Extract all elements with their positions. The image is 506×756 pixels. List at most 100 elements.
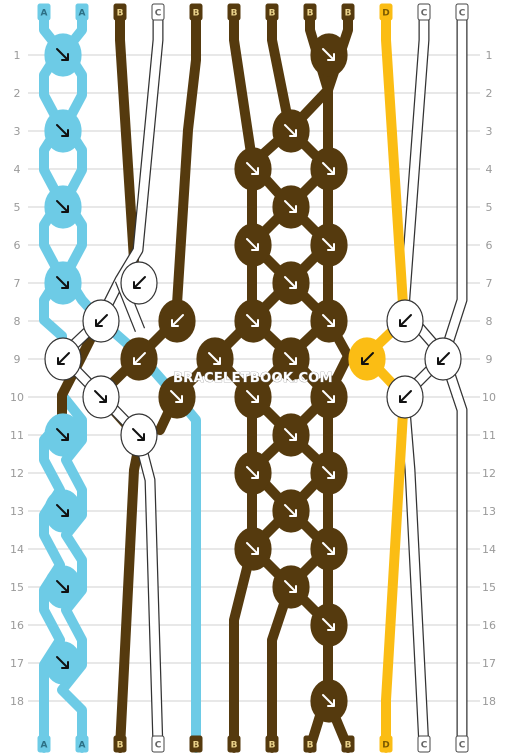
- knot-arrow-icon: [322, 390, 335, 403]
- knot-arrow-icon: [95, 314, 108, 327]
- knot-arrow-icon: [361, 352, 374, 365]
- knot-arrow-icon: [322, 162, 335, 175]
- knot: [44, 185, 82, 229]
- knot-arrow-icon: [56, 48, 69, 61]
- column-label-letter: B: [307, 9, 314, 19]
- knot: [386, 299, 424, 343]
- column-label-top: A: [37, 3, 51, 21]
- knot-arrow-icon: [284, 200, 297, 213]
- row-number-right: 5: [486, 201, 493, 214]
- knot-arrow-icon: [94, 390, 107, 403]
- knot: [234, 375, 272, 419]
- knot: [234, 451, 272, 495]
- knot-arrow-icon: [133, 352, 146, 365]
- knot: [234, 527, 272, 571]
- column-label-letter: A: [41, 9, 48, 19]
- row-number-left: 13: [10, 505, 24, 518]
- knot-arrow-icon: [284, 428, 297, 441]
- knot: [44, 565, 82, 609]
- row-number-right: 16: [482, 619, 496, 632]
- knot-arrow-icon: [322, 694, 335, 707]
- row-number-right: 6: [486, 239, 493, 252]
- knot: [234, 223, 272, 267]
- knot: [310, 33, 348, 77]
- column-label-top: A: [75, 3, 89, 21]
- knots-layer: [44, 33, 462, 723]
- row-number-left: 6: [14, 239, 21, 252]
- column-label-bottom: C: [151, 735, 165, 753]
- row-number-left: 7: [14, 277, 21, 290]
- row-number-left: 12: [10, 467, 24, 480]
- knot-arrow-icon: [322, 238, 335, 251]
- column-label-box: [341, 3, 355, 21]
- column-label-box: [189, 735, 203, 753]
- column-label-box: [113, 735, 127, 753]
- column-label-box: [303, 735, 317, 753]
- knot-arrow-icon: [399, 314, 412, 327]
- knot: [234, 147, 272, 191]
- knot-arrow-icon: [437, 352, 450, 365]
- column-label-top: B: [265, 3, 279, 21]
- knot-arrow-icon: [170, 390, 183, 403]
- column-label-box: [265, 735, 279, 753]
- column-label-box: [151, 3, 165, 21]
- knot-arrow-icon: [56, 504, 69, 517]
- column-label-bottom: C: [455, 735, 469, 753]
- knot: [310, 299, 348, 343]
- row-number-left: 9: [14, 353, 21, 366]
- column-label-bottom: B: [265, 735, 279, 753]
- row-number-left: 3: [14, 125, 21, 138]
- column-label-letter: A: [79, 741, 86, 751]
- knot: [310, 451, 348, 495]
- column-label-bottom: B: [113, 735, 127, 753]
- column-label-bottom: D: [379, 735, 393, 753]
- thread-C: [57, 7, 163, 753]
- knot: [272, 185, 310, 229]
- knot-arrow-icon: [56, 200, 69, 213]
- column-label-box: [303, 3, 317, 21]
- row-number-right: 10: [482, 391, 496, 404]
- knot: [44, 413, 82, 457]
- column-label-box: [379, 735, 393, 753]
- column-label-letter: B: [231, 741, 238, 751]
- knot-arrow-icon: [246, 162, 259, 175]
- column-label-letter: B: [193, 741, 200, 751]
- column-label-letter: C: [155, 741, 162, 751]
- knot-arrow-icon: [284, 504, 297, 517]
- knot-arrow-icon: [246, 390, 259, 403]
- knot-arrow-icon: [284, 276, 297, 289]
- column-label-letter: B: [269, 741, 276, 751]
- knot: [310, 527, 348, 571]
- knot-arrow-icon: [171, 314, 184, 327]
- column-label-letter: B: [117, 9, 124, 19]
- column-label-box: [227, 735, 241, 753]
- column-label-letter: B: [269, 9, 276, 19]
- column-label-top: B: [113, 3, 127, 21]
- row-number-right: 9: [486, 353, 493, 366]
- column-label-letter: B: [307, 741, 314, 751]
- column-label-box: [75, 3, 89, 21]
- row-number-left: 11: [10, 429, 24, 442]
- column-label-top: B: [189, 3, 203, 21]
- column-label-box: [113, 3, 127, 21]
- row-number-right: 12: [482, 467, 496, 480]
- column-label-bottom: C: [417, 735, 431, 753]
- column-label-box: [455, 3, 469, 21]
- row-number-right: 8: [486, 315, 493, 328]
- knot: [82, 299, 120, 343]
- knot-arrow-icon: [56, 580, 69, 593]
- column-label-letter: B: [193, 9, 200, 19]
- row-number-left: 1: [14, 49, 21, 62]
- knot: [310, 375, 348, 419]
- row-number-right: 4: [486, 163, 493, 176]
- column-label-top: B: [303, 3, 317, 21]
- column-label-bottom: B: [341, 735, 355, 753]
- knot-arrow-icon: [56, 656, 69, 669]
- column-label-box: [455, 735, 469, 753]
- column-label-letter: D: [382, 9, 389, 19]
- column-label-box: [151, 735, 165, 753]
- row-number-right: 15: [482, 581, 496, 594]
- knot: [120, 413, 158, 457]
- knot: [44, 261, 82, 305]
